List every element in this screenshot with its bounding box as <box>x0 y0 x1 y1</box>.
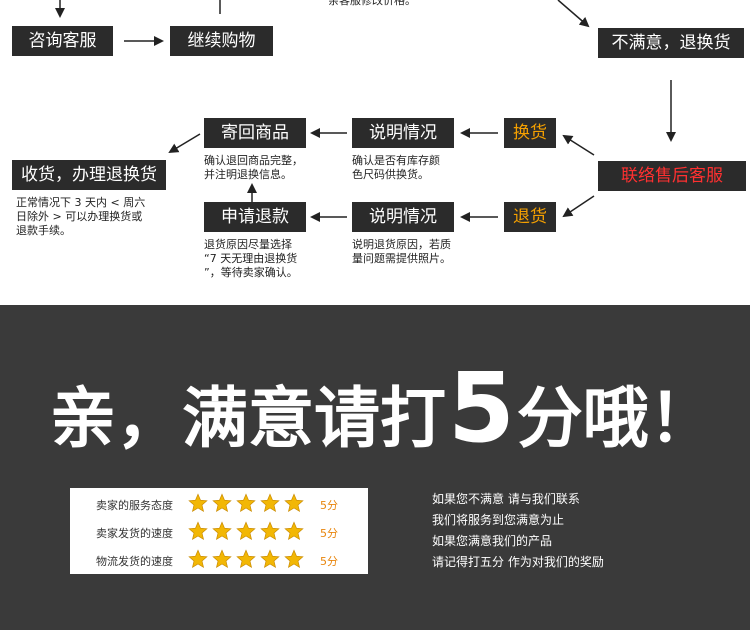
star-icon <box>212 493 232 513</box>
message-line: 如果您满意我们的产品 <box>432 534 553 548</box>
star-icon <box>236 493 256 513</box>
star-icon <box>188 493 208 513</box>
star-icon <box>284 493 304 513</box>
satisfaction-message: 如果您不满意 请与我们联系 我们将服务到您满意为止 如果您满意我们的产品 请记得… <box>432 489 604 573</box>
apply-refund-note: 退货原因尽量选择 “7 天无理由退换货 ”，等待卖家确认。 <box>204 238 298 279</box>
arrow-sendback-to-receive <box>168 133 201 154</box>
message-line: 如果您不满意 请与我们联系 <box>432 492 580 506</box>
continue-shopping-box: 继续购物 <box>170 26 273 56</box>
star-icon <box>236 521 256 541</box>
exchange-box: 换货 <box>504 118 556 148</box>
rating-score: 5分 <box>320 527 338 540</box>
star-icon <box>260 493 280 513</box>
rating-score: 5分 <box>320 555 338 568</box>
headline-number: 5 <box>448 352 515 464</box>
flow-arrows <box>55 0 676 222</box>
contact-aftersale-box: 联络售后客服 <box>598 161 746 191</box>
explain-exchange-box: 说明情况 <box>352 118 454 148</box>
message-line: 请记得打五分 作为对我们的奖励 <box>432 555 604 569</box>
rating-headline: 亲，满意请打5分哦！ <box>50 352 715 464</box>
unsatisfied-box: 不满意，退换货 <box>598 28 744 58</box>
rating-panel: 卖家的服务态度 5分 卖家发货的速度 5分 物流发货的速度 5分 <box>70 488 368 574</box>
message-line: 我们将服务到您满意为止 <box>432 513 565 527</box>
receive-box: 收货，办理退换货 <box>12 160 166 190</box>
explain-refund-box: 说明情况 <box>352 202 454 232</box>
rating-row: 物流发货的速度 5分 <box>70 548 368 572</box>
star-group <box>188 493 308 515</box>
star-icon <box>212 549 232 569</box>
star-icon <box>188 549 208 569</box>
star-icon <box>284 549 304 569</box>
rating-row: 卖家的服务态度 5分 <box>70 492 368 516</box>
star-icon <box>260 549 280 569</box>
apply-refund-box: 申请退款 <box>204 202 306 232</box>
star-group <box>188 521 308 543</box>
headline-text-part2: 分哦！ <box>516 380 715 457</box>
rating-row: 卖家发货的速度 5分 <box>70 520 368 544</box>
star-icon <box>236 549 256 569</box>
arrow-aftersale-to-refund <box>562 195 595 218</box>
star-icon <box>212 521 232 541</box>
consult-box: 咨询客服 <box>12 26 113 56</box>
rating-label: 卖家发货的速度 <box>96 527 173 540</box>
explain-exchange-note: 确认是否有库存颜 色尺码供换货。 <box>352 154 440 181</box>
receive-note: 正常情况下 3 天内 < 周六 日除外 > 可以办理换货或 退款手续。 <box>16 196 146 237</box>
arrow-aftersale-to-exchange <box>562 134 595 156</box>
rating-score: 5分 <box>320 499 338 512</box>
arrow-to-unsatisfied <box>557 0 590 28</box>
rating-label: 物流发货的速度 <box>96 555 173 568</box>
send-back-box: 寄回商品 <box>204 118 306 148</box>
star-icon <box>284 521 304 541</box>
rating-banner-section <box>0 305 750 630</box>
explain-refund-note: 说明退货原因，若质 量问题需提供照片。 <box>352 238 451 265</box>
send-back-note: 确认退回商品完整， 并注明退换信息。 <box>204 154 303 181</box>
star-group <box>188 549 308 571</box>
refund-box: 退货 <box>504 202 556 232</box>
headline-text-part1: 亲，满意请打 <box>50 380 446 457</box>
rating-label: 卖家的服务态度 <box>96 499 173 512</box>
star-icon <box>260 521 280 541</box>
top-cut-text: 亲客服修改价格。 <box>328 0 416 7</box>
star-icon <box>188 521 208 541</box>
